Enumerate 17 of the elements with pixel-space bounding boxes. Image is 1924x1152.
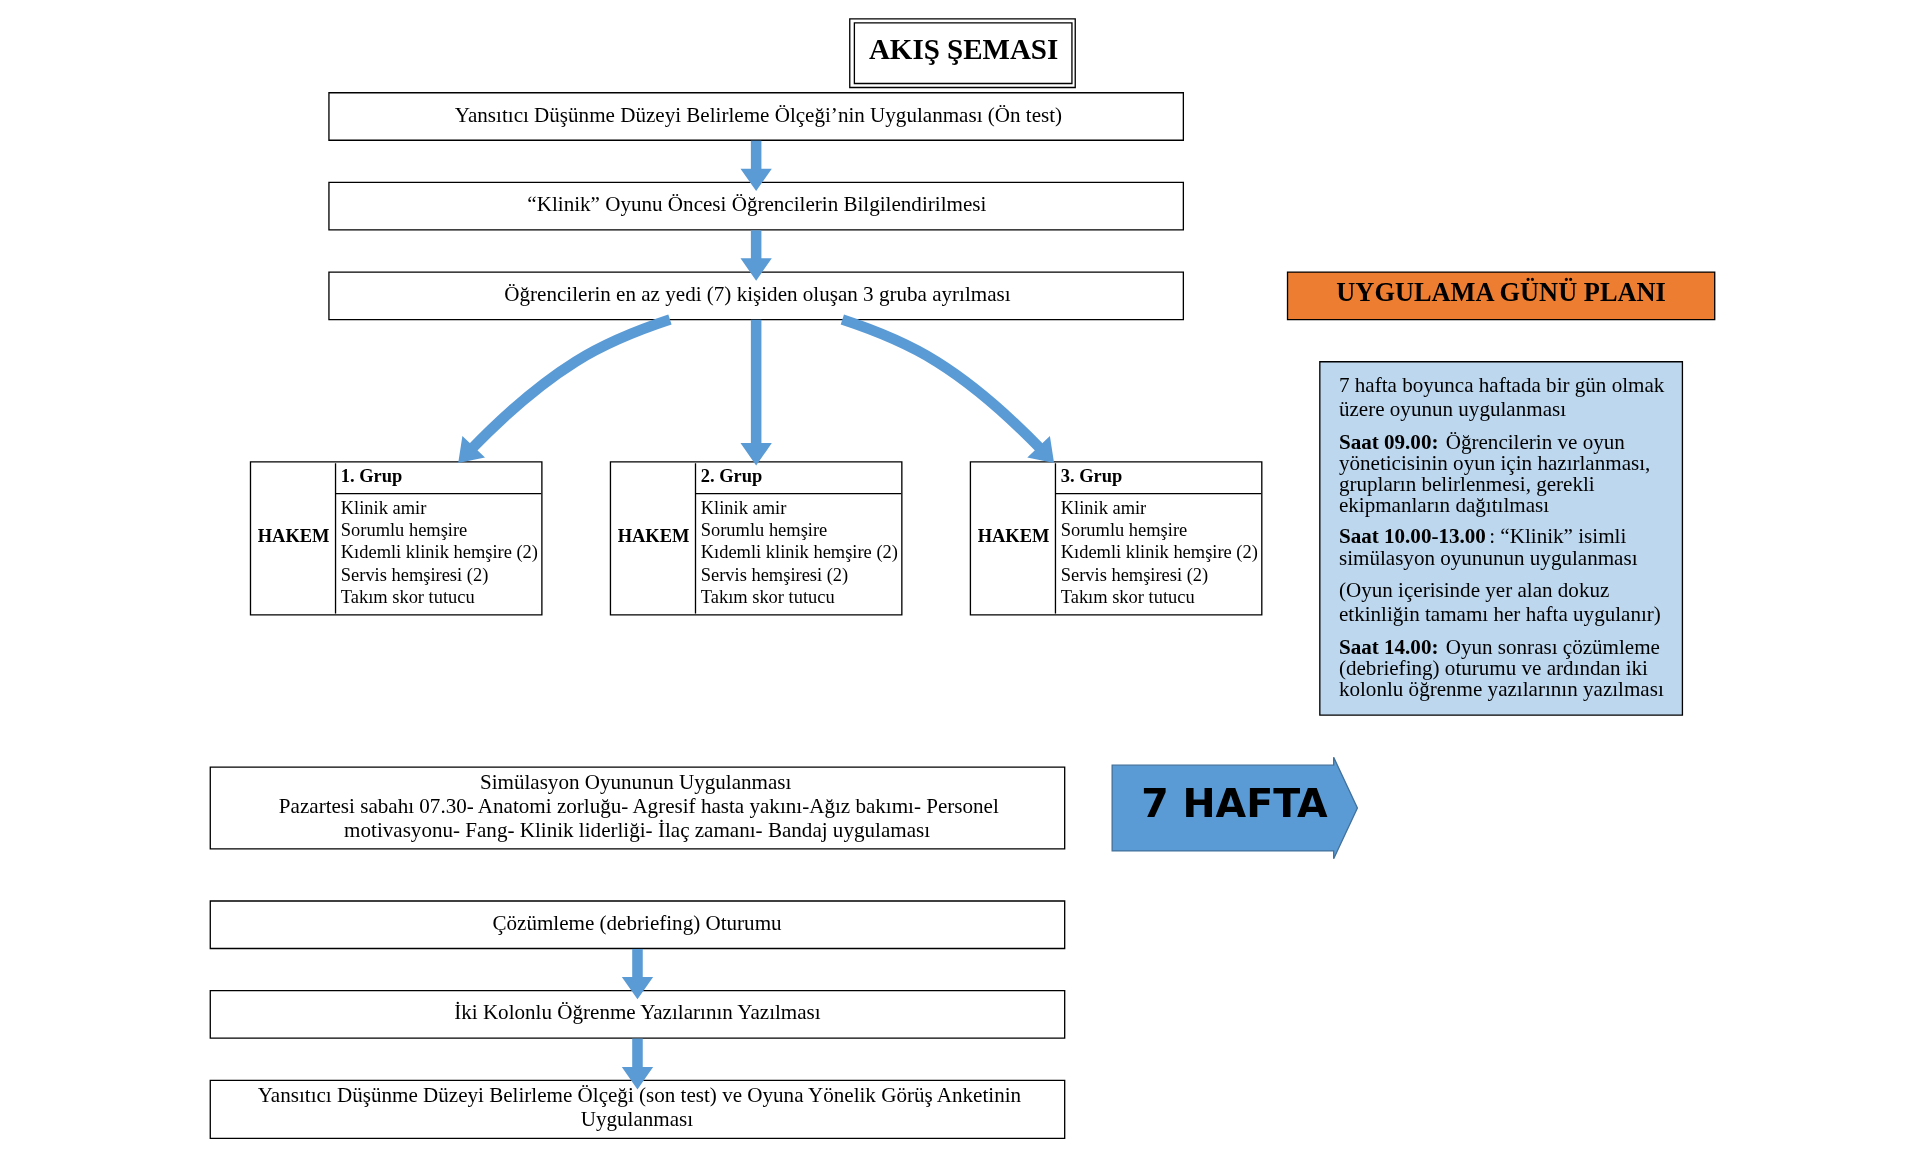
node-box: Öğrencilerin en az yedi (7) kişiden oluşan 3 gruba ayrılması — [327, 271, 1184, 321]
node-box: Simülasyon Oyununun Uygulanması Pazartesi sabahı 07.30- Anatomi zorluğu- Agresif hasta yakını-Ağız bakımı- Personel motivasyonu- Fang- Klinik liderliği- İlaç zamanı- Bandaj uygulaması — [209, 766, 1065, 850]
arrow — [739, 140, 772, 191]
node-box: UYGULAMA GÜNÜ PLANI — [1286, 271, 1715, 321]
arrow — [840, 314, 1054, 463]
node-box: İki Kolonlu Öğrenme Yazılarının Yazılması — [209, 990, 1065, 1039]
arrow — [621, 1038, 653, 1090]
node-box: “Klinik” Oyunu Öncesi Öğrencilerin Bilgilendirilmesi — [327, 181, 1184, 231]
arrow — [457, 314, 672, 463]
diagram-title: AKIŞ ŞEMASI — [868, 33, 1058, 66]
node-box: Yansıtıcı Düşünme Düzeyi Belirleme Ölçeği’nin Uygulanması (Ön test) — [327, 92, 1184, 141]
arrow — [739, 319, 772, 466]
node-box: 7 hafta boyunca haftada bir gün olmak üzere oyunun uygulanması Saat 09.00: Öğrencilerin ve oyun yöneticisinin oyun için hazırlanması, grupların belirlenmesi, gerekli ekipmanların dağıtılması Saat 10.00-13.00: “Klinik” isimli simülasyon oyununun uygulanması (Oyun içerisinde yer alan dokuz etkinliğin tamamı her hafta uygulanır) Saat 14.00: Oyun sonrası çözümleme (debriefing) oturumu ve ardından iki kolonlu öğrenme yazılarının yazılması — [1318, 361, 1683, 716]
node-box: Yansıtıcı Düşünme Düzeyi Belirleme Ölçeği (son test) ve Oyuna Yönelik Görüş Anketinin Uygulanması — [209, 1079, 1065, 1139]
node-box: Çözümleme (debriefing) Oturumu — [209, 900, 1065, 950]
arrow — [621, 948, 653, 1000]
arrow — [739, 230, 772, 281]
